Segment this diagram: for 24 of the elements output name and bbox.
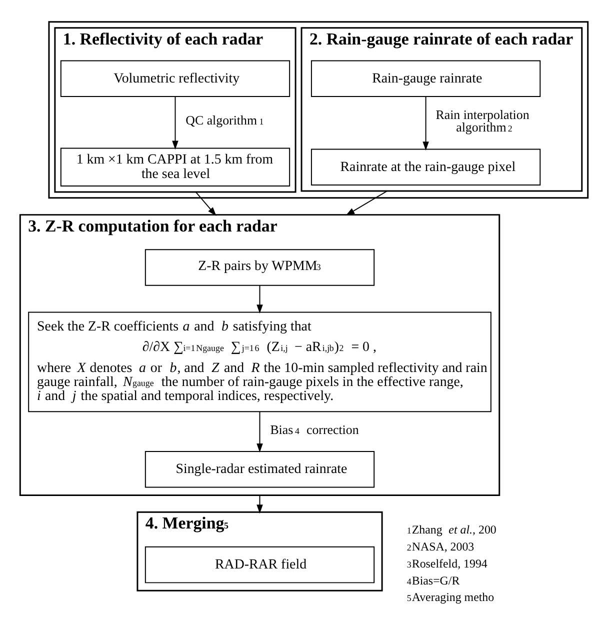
node-box: Seek the Z-R coefficients a and b satisfying that ∂/∂X ∑i=1Ngauge ∑j=16 (Zi,j − aRi,jb)2 = 0 , where X denotes a or b, and Z and R the 10-min sampled reflectivity and rain gauge rainfall, Ngauge the number of rain-gauge pixels in the effective range, i and j the spatial and temporal indices, respectively. bbox=[28, 312, 492, 412]
label: 3Roselfeld, 1994 bbox=[406, 556, 488, 570]
arrow bbox=[256, 284, 263, 314]
node-box: Rainrate at the rain-gauge pixel bbox=[310, 148, 541, 186]
label: 2NASA, 2003 bbox=[406, 539, 474, 554]
label: 5Averaging metho bbox=[406, 590, 494, 604]
arrow bbox=[256, 494, 263, 514]
arrow bbox=[172, 96, 178, 150]
node-box: Z-R pairs by WPMM3 bbox=[144, 249, 375, 286]
label: 1Zhang et al., 200 bbox=[406, 522, 496, 537]
arrow bbox=[346, 190, 388, 216]
arrow bbox=[195, 191, 216, 216]
edge-label: QC algorithm1 bbox=[186, 112, 264, 128]
node-box: RAD-RAR field bbox=[144, 546, 375, 584]
arrow bbox=[422, 96, 429, 151]
label: 4Bias=G/R bbox=[406, 573, 460, 588]
arrow bbox=[256, 411, 263, 452]
edge-label: Rain interpolation algorithm2 bbox=[436, 106, 530, 135]
edge-label: Bias4 correction bbox=[270, 422, 359, 437]
cluster bbox=[48, 21, 589, 199]
node-box: Volumetric reflectivity bbox=[60, 60, 290, 97]
node-box: 1 km ×1 km CAPPI at 1.5 km from the sea level bbox=[60, 148, 290, 186]
node-box: Rain-gauge rainrate bbox=[310, 60, 541, 97]
node-box: Single-radar estimated rainrate bbox=[144, 450, 375, 488]
